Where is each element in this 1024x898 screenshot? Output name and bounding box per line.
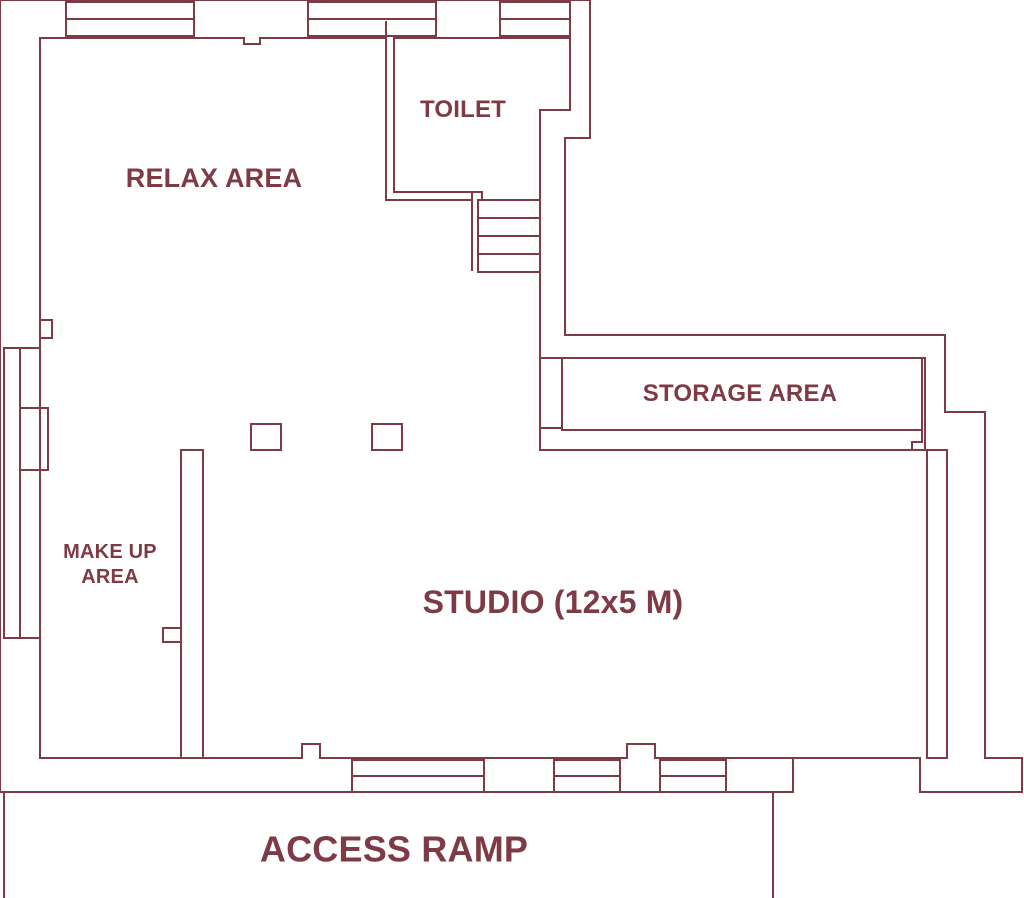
storage-door-notch [539,427,923,451]
makeup-area-label: MAKE UP AREA [63,540,157,590]
column-1 [250,423,282,451]
window-left [3,347,41,639]
makeup-partition [180,449,204,759]
outer-wall [0,0,1023,793]
studio-label: STUDIO (12x5 M) [422,584,684,620]
column-2 [371,423,403,451]
window-left-frame [19,407,49,471]
inner-wall-left [39,319,53,339]
makeup-partition-notch [162,627,182,643]
makeup-label-line2: AREA [81,566,139,588]
inner-wall-relax [39,37,387,349]
relax-area-label: RELAX AREA [125,163,303,194]
studio-right-wall [926,449,948,759]
inner-wall-bottom [39,743,921,759]
storage-inner [561,357,923,431]
makeup-label-line1: MAKE UP [63,541,157,563]
storage-area-label: STORAGE AREA [642,380,838,407]
access-ramp-label: ACCESS RAMP [259,828,529,870]
toilet-label: TOILET [419,96,507,123]
